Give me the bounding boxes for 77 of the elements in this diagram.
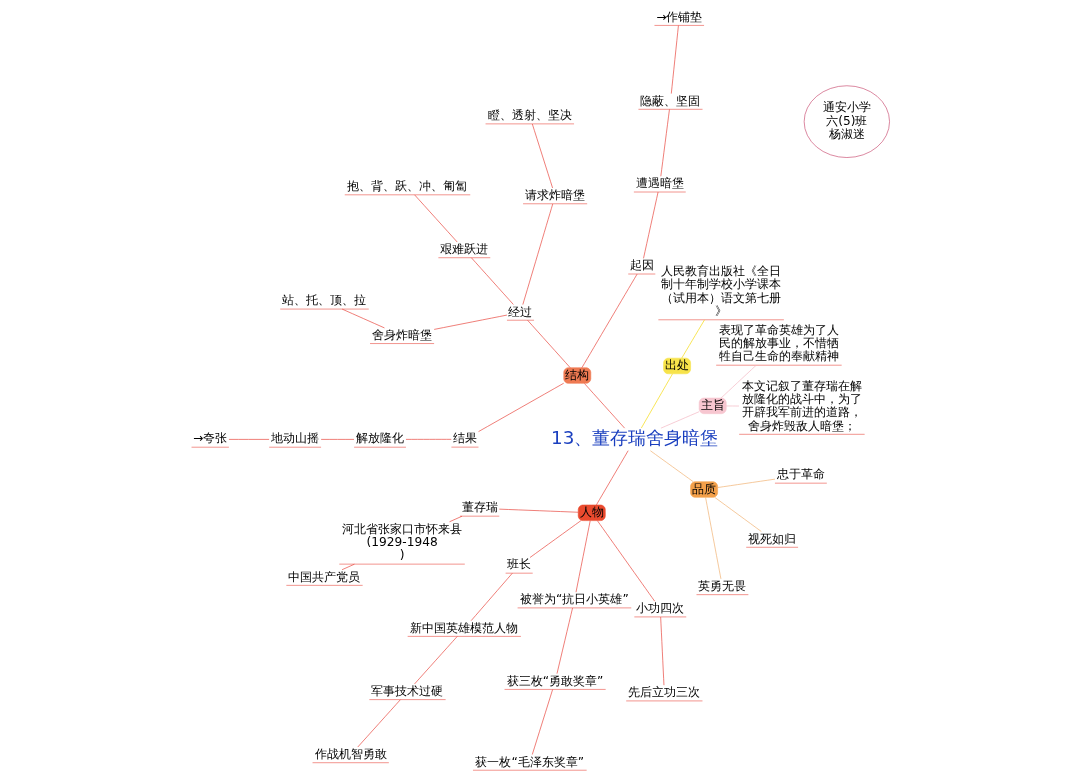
node-box: 出处 bbox=[662, 357, 691, 375]
connector bbox=[341, 308, 385, 329]
connector bbox=[556, 607, 573, 674]
node-text: 作战机智勇敢 bbox=[314, 746, 387, 761]
node-text: 遭遇暗堡 bbox=[635, 176, 684, 191]
connector bbox=[720, 364, 756, 399]
connector bbox=[716, 478, 775, 488]
node-text: 抱、背、跃、冲、匍匐 bbox=[347, 179, 467, 194]
node-box: 主旨 bbox=[698, 397, 726, 414]
connector bbox=[680, 319, 705, 359]
connector bbox=[660, 411, 699, 429]
node-text: 军事技术过硬 bbox=[371, 683, 443, 698]
node-text: 瞪、透射、坚决 bbox=[487, 108, 572, 123]
connector bbox=[228, 439, 269, 440]
connector bbox=[596, 520, 655, 602]
node-box: 人物 bbox=[577, 504, 606, 521]
connector bbox=[470, 572, 513, 622]
node-text: 小功四次 bbox=[635, 601, 684, 616]
node-box: 结构 bbox=[562, 367, 591, 384]
connector bbox=[448, 515, 462, 523]
connector bbox=[642, 191, 658, 259]
node-text: 视死如归 bbox=[747, 531, 796, 546]
connector bbox=[704, 497, 721, 580]
connector bbox=[575, 520, 591, 593]
connector bbox=[583, 383, 625, 429]
node-ellipse: 通安小学 六(5)班 杨淑迷 bbox=[803, 85, 890, 158]
node-text: 先后立功三次 bbox=[627, 685, 700, 700]
node-text: 13、董存瑞舍身暗堡 bbox=[550, 426, 718, 448]
connector bbox=[413, 194, 458, 243]
connector bbox=[413, 636, 458, 685]
connector bbox=[670, 25, 679, 94]
node-text: 人民教育出版社《全日制十年制学校小学课本（试用本）语文第七册》 bbox=[660, 264, 781, 319]
connector bbox=[498, 508, 578, 513]
connector bbox=[470, 257, 514, 305]
node-text: 本文记叙了董存瑞在解放隆化的战斗中，为了开辟我军前进的道路，舍身炸毁敌人暗堡； bbox=[741, 378, 862, 433]
connector bbox=[581, 273, 637, 368]
node-text: 地动山摇 bbox=[270, 431, 319, 446]
node-text: 新中国英雄模范人物 bbox=[409, 620, 518, 635]
node-text: 舍身炸暗堡 bbox=[371, 327, 432, 342]
node-box: 品质 bbox=[689, 481, 718, 498]
connector bbox=[640, 373, 673, 429]
connector bbox=[595, 450, 628, 506]
connector bbox=[522, 203, 553, 305]
node-text: 解放隆化 bbox=[355, 431, 404, 446]
connector bbox=[405, 439, 452, 440]
node-text: 起因 bbox=[629, 258, 654, 273]
node-text: 获三枚“勇敢奖章” bbox=[506, 673, 603, 688]
connector bbox=[529, 520, 581, 558]
connector bbox=[713, 497, 762, 532]
node-text: 表现了革命英雄为了人民的解放事业，不惜牺牲自己生命的奉献精神 bbox=[718, 322, 839, 364]
connector bbox=[531, 689, 553, 755]
connector bbox=[531, 123, 553, 189]
node-text: →夸张 bbox=[192, 431, 227, 446]
node-text: 获一枚“毛泽东奖章” bbox=[474, 754, 584, 769]
node-text: 结果 bbox=[452, 431, 477, 446]
node-text: 董存瑞 bbox=[461, 500, 498, 515]
connector bbox=[649, 450, 694, 483]
node-text: 中国共产党员 bbox=[287, 569, 360, 584]
node-text: 隐蔽、坚固 bbox=[639, 93, 700, 108]
connector bbox=[659, 616, 664, 686]
node-text: 班长 bbox=[506, 557, 531, 572]
node-text: 忠于革命 bbox=[776, 467, 825, 482]
connector bbox=[341, 563, 355, 571]
node-text: 被誉为“抗日小英雄” bbox=[519, 592, 629, 607]
connector bbox=[320, 439, 354, 440]
node-text: 河北省张家口市怀来县(1929-1948) bbox=[341, 521, 462, 563]
node-text: 艰难跃进 bbox=[439, 241, 488, 256]
node-text: 英勇无畏 bbox=[697, 578, 746, 593]
connector bbox=[660, 109, 670, 177]
connector bbox=[356, 699, 401, 748]
node-text: 站、托、顶、拉 bbox=[281, 293, 366, 308]
connector bbox=[477, 382, 564, 432]
node-text: →作铺垫 bbox=[655, 9, 702, 24]
connector bbox=[526, 319, 571, 368]
node-text: 经过 bbox=[508, 304, 532, 319]
connector bbox=[433, 314, 507, 330]
node-text: 请求炸暗堡 bbox=[524, 188, 585, 203]
